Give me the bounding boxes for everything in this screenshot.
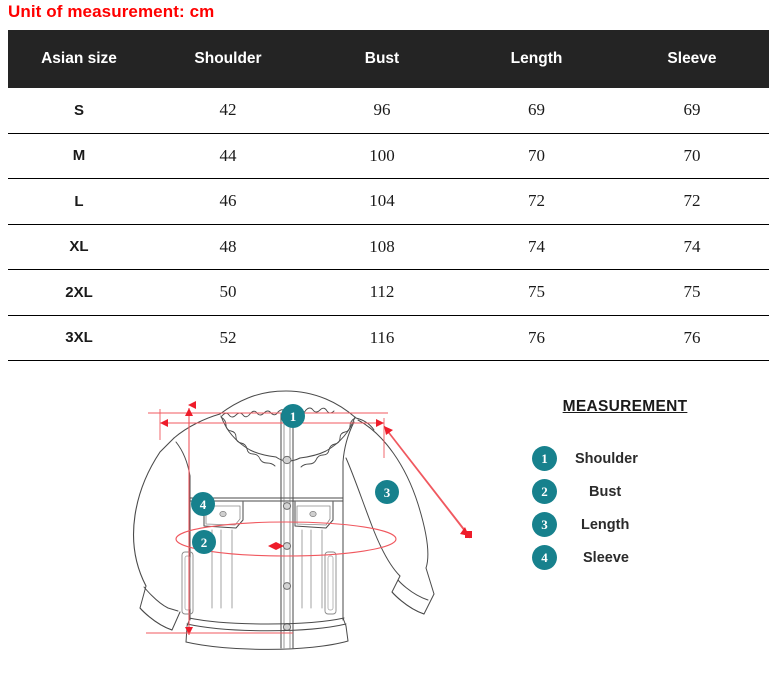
cell-shoulder: 48 xyxy=(150,224,306,270)
legend-item-length: 3 Length xyxy=(520,508,730,541)
legend-label-bust: Bust xyxy=(589,483,622,500)
legend-item-shoulder: 1 Shoulder xyxy=(520,442,730,475)
legend-item-sleeve: 4 Sleeve xyxy=(520,541,730,574)
cell-sleeve: 76 xyxy=(615,315,769,361)
cell-shoulder: 46 xyxy=(150,178,306,225)
table-row: S 42 96 69 69 xyxy=(8,88,769,134)
jacket-illustration: 1 4 2 3 xyxy=(133,390,472,650)
legend-title: MEASUREMENT xyxy=(562,398,688,415)
diagram-badge-3: 2 xyxy=(192,530,216,554)
cell-length: 72 xyxy=(458,178,615,225)
unit-of-measurement-title: Unit of measurement: cm xyxy=(8,2,215,21)
svg-text:2: 2 xyxy=(201,535,208,550)
legend-badge-3: 3 xyxy=(532,512,557,537)
cell-bust: 108 xyxy=(306,224,458,270)
cell-sleeve: 69 xyxy=(615,88,769,134)
column-header-sleeve: Sleeve xyxy=(615,30,769,88)
cell-shoulder: 52 xyxy=(150,315,306,361)
cell-shoulder: 44 xyxy=(150,133,306,179)
table-row: L 46 104 72 72 xyxy=(8,178,769,225)
size-chart-table: Asian size Shoulder Bust Length Sleeve S… xyxy=(8,30,769,361)
legend-item-bust: 2 Bust xyxy=(520,475,730,508)
column-header-asian-size: Asian size xyxy=(8,30,150,88)
cell-length: 69 xyxy=(458,88,615,134)
cell-length: 70 xyxy=(458,133,615,179)
legend-label-shoulder: Shoulder xyxy=(575,450,638,467)
cell-size: M xyxy=(8,133,150,179)
cell-sleeve: 74 xyxy=(615,224,769,270)
svg-text:1: 1 xyxy=(290,409,297,424)
column-header-bust: Bust xyxy=(306,30,458,88)
measurement-diagram: 1 4 2 3 xyxy=(0,372,777,687)
cell-size: 2XL xyxy=(8,269,150,316)
legend-badge-1: 1 xyxy=(532,446,557,471)
cell-length: 76 xyxy=(458,315,615,361)
cell-length: 75 xyxy=(458,269,615,316)
cell-bust: 100 xyxy=(306,133,458,179)
column-header-length: Length xyxy=(458,30,615,88)
cell-sleeve: 70 xyxy=(615,133,769,179)
cell-shoulder: 50 xyxy=(150,269,306,316)
measurement-legend: MEASUREMENT 1 Shoulder 2 Bust 3 Length 4… xyxy=(520,398,730,574)
diagram-badge-1: 1 xyxy=(281,404,305,428)
table-header-row: Asian size Shoulder Bust Length Sleeve xyxy=(8,30,769,88)
cell-sleeve: 72 xyxy=(615,178,769,225)
svg-text:4: 4 xyxy=(200,497,207,512)
cell-bust: 96 xyxy=(306,88,458,134)
diagram-badge-4: 3 xyxy=(375,480,399,504)
diagram-badge-2: 4 xyxy=(191,492,215,516)
cell-size: L xyxy=(8,178,150,225)
cell-bust: 104 xyxy=(306,178,458,225)
column-header-shoulder: Shoulder xyxy=(150,30,306,88)
legend-label-sleeve: Sleeve xyxy=(583,549,629,566)
legend-label-length: Length xyxy=(581,516,630,533)
cell-size: S xyxy=(8,88,150,134)
table-row: 3XL 52 116 76 76 xyxy=(8,315,769,361)
table-row: XL 48 108 74 74 xyxy=(8,224,769,270)
cell-length: 74 xyxy=(458,224,615,270)
table-row: 2XL 50 112 75 75 xyxy=(8,269,769,316)
cell-sleeve: 75 xyxy=(615,269,769,316)
legend-badge-4: 4 xyxy=(532,545,557,570)
cell-size: XL xyxy=(8,224,150,270)
cell-size: 3XL xyxy=(8,315,150,361)
svg-text:3: 3 xyxy=(384,485,391,500)
cell-bust: 112 xyxy=(306,269,458,316)
cell-shoulder: 42 xyxy=(150,88,306,134)
cell-bust: 116 xyxy=(306,315,458,361)
table-row: M 44 100 70 70 xyxy=(8,133,769,179)
legend-badge-2: 2 xyxy=(532,479,557,504)
